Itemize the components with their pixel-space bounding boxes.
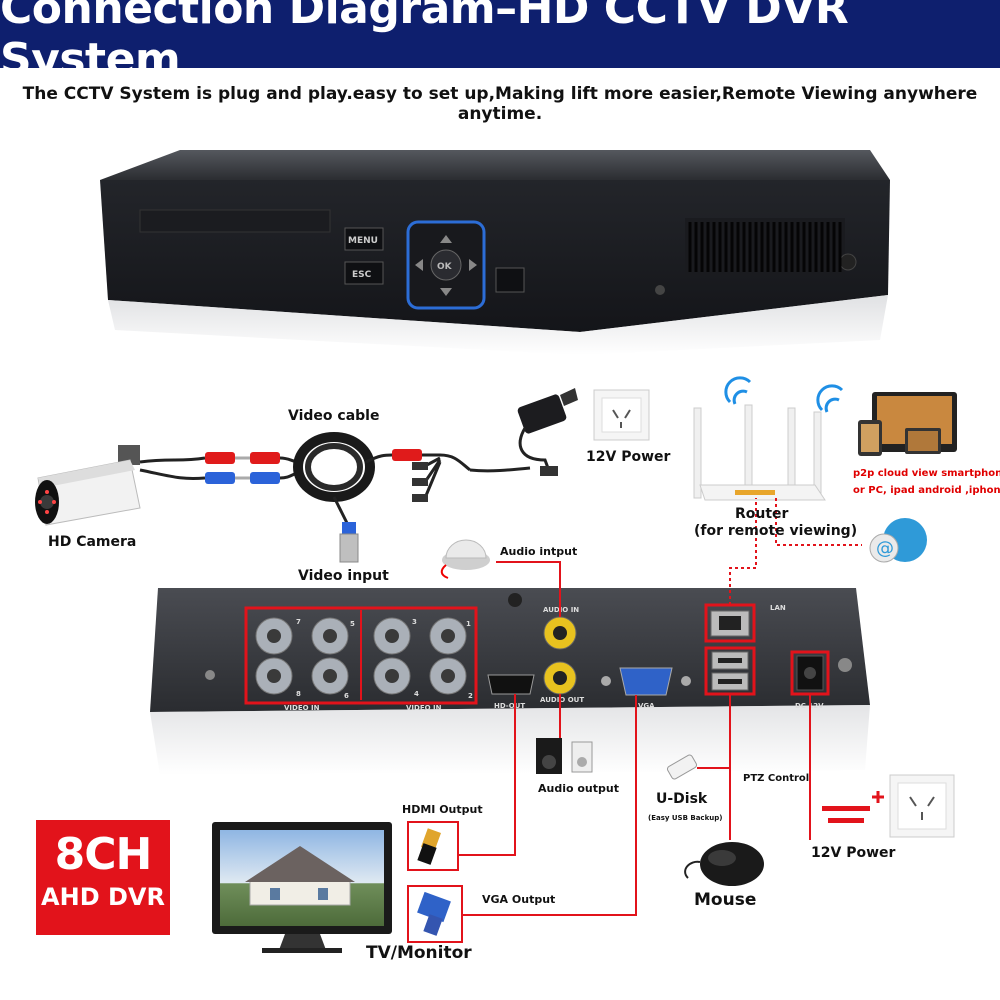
front-screw bbox=[655, 285, 665, 295]
ch-num-7: 7 bbox=[296, 618, 301, 626]
label-u-disk: U-Disk bbox=[656, 791, 708, 807]
page-subtitle: The CCTV System is plug and play.easy to… bbox=[22, 84, 978, 124]
ch-num-1: 1 bbox=[466, 620, 471, 628]
ch-num-5: 5 bbox=[350, 620, 355, 628]
usb-stick-icon bbox=[666, 754, 698, 780]
ok-button[interactable] bbox=[430, 249, 462, 281]
label-tv-monitor: TV/Monitor bbox=[366, 943, 472, 963]
wall-outlet-top bbox=[593, 389, 650, 441]
internet-icon: @ bbox=[869, 518, 927, 563]
front-display-strip bbox=[139, 209, 331, 233]
ch-num-2: 2 bbox=[468, 692, 473, 700]
hdmi-connector-icon bbox=[407, 821, 459, 871]
badge-type: AHD DVR bbox=[41, 883, 165, 911]
label-power-bottom: 12V Power bbox=[811, 845, 896, 861]
label-power-top: 12V Power bbox=[586, 449, 671, 465]
label-router: Router bbox=[735, 506, 789, 522]
dvr-rear-unit bbox=[150, 588, 870, 775]
label-audio-in: AUDIO IN bbox=[543, 606, 579, 614]
label-video-input: Video input bbox=[298, 568, 389, 584]
arrow-up-icon bbox=[440, 235, 452, 243]
video-cable bbox=[139, 432, 531, 563]
label-vga-output: VGA Output bbox=[482, 893, 556, 906]
label-video-in-a: VIDEO IN bbox=[284, 704, 320, 712]
label-vga: VGA bbox=[638, 702, 655, 710]
dvr-front-unit bbox=[100, 150, 890, 355]
wifi-icon bbox=[724, 376, 844, 413]
label-lan: LAN bbox=[770, 604, 786, 612]
tv-monitor bbox=[212, 822, 392, 953]
esc-button[interactable] bbox=[344, 261, 384, 285]
power-adapter bbox=[517, 388, 578, 476]
label-audio-output: Audio output bbox=[538, 782, 619, 795]
vent-grille bbox=[685, 218, 845, 276]
vga-connector-icon bbox=[407, 885, 463, 943]
badge-channels: 8CH bbox=[54, 829, 153, 880]
label-mouse: Mouse bbox=[694, 890, 757, 910]
label-audio-input: Audio intput bbox=[500, 545, 578, 558]
label-hdmi-output: HDMI Output bbox=[402, 803, 483, 816]
page-title: Connection Diagram–HD CCTV DVR System bbox=[0, 0, 849, 85]
video-in-highlight bbox=[244, 606, 478, 705]
label-hd-out: HD-OUT bbox=[494, 702, 525, 710]
label-router-sub: (for remote viewing) bbox=[694, 523, 858, 539]
arrow-left-icon bbox=[415, 259, 423, 271]
hdmi-port bbox=[487, 674, 535, 695]
label-p2p-line1: p2p cloud view smartphone bbox=[853, 468, 1000, 479]
arrow-down-icon bbox=[440, 288, 452, 296]
wall-outlet-bottom bbox=[889, 774, 955, 838]
label-u-disk-sub: (Easy USB Backup) bbox=[648, 814, 723, 822]
router bbox=[693, 376, 844, 501]
label-video-in-b: VIDEO IN bbox=[406, 704, 442, 712]
menu-button[interactable] bbox=[344, 227, 384, 251]
devices-p2p bbox=[858, 392, 957, 456]
ch-num-8: 8 bbox=[296, 690, 301, 698]
label-ptz-control: PTZ Control bbox=[743, 773, 810, 784]
svg-text:@: @ bbox=[876, 538, 894, 559]
ch-num-3: 3 bbox=[412, 618, 417, 626]
hd-camera bbox=[35, 445, 141, 526]
speaker-icon bbox=[536, 738, 593, 774]
mouse-icon bbox=[684, 842, 764, 886]
ch-num-4: 4 bbox=[414, 690, 419, 698]
usb-front-port bbox=[495, 267, 525, 293]
front-esc-label: ESC bbox=[352, 270, 372, 280]
label-p2p-line2: or PC, ipad android ,iphone. bbox=[853, 485, 1000, 496]
label-hd-camera: HD Camera bbox=[48, 534, 137, 550]
dc-power-symbol bbox=[822, 791, 884, 823]
front-ok-label: OK bbox=[437, 262, 453, 272]
network-lines bbox=[729, 498, 862, 605]
label-audio-out: AUDIO OUT bbox=[540, 696, 584, 704]
arrow-right-icon bbox=[469, 259, 477, 271]
ch-num-6: 6 bbox=[344, 692, 349, 700]
label-video-cable: Video cable bbox=[288, 408, 380, 424]
vga-port bbox=[619, 667, 673, 696]
connection-lines bbox=[458, 561, 811, 916]
microphone-icon bbox=[440, 539, 490, 579]
title-bar: Connection Diagram–HD CCTV DVR System bbox=[0, 0, 1000, 85]
front-menu-label: MENU bbox=[348, 236, 378, 246]
product-badge: 8CH AHD DVR bbox=[36, 820, 170, 935]
